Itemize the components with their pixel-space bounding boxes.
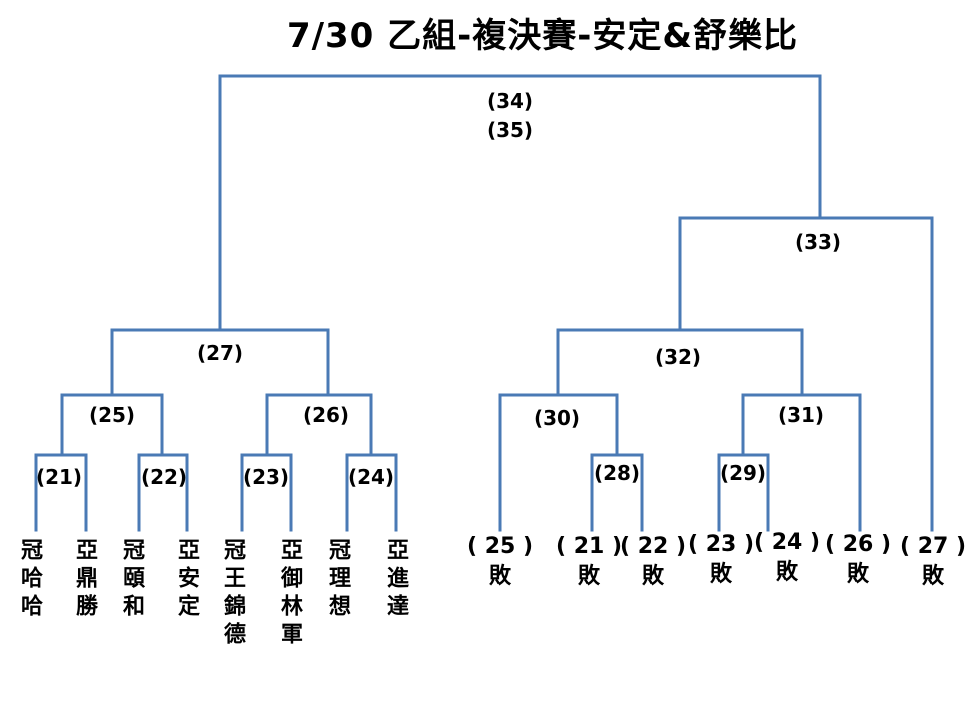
loser-word: 敗 bbox=[709, 562, 733, 587]
loser-word: 敗 bbox=[921, 564, 945, 589]
bracket-line-24 bbox=[345, 453, 398, 532]
loser-slot: ( 21 ) 敗 bbox=[556, 532, 622, 592]
bracket-line-33 bbox=[678, 216, 934, 532]
loser-word: 敗 bbox=[846, 562, 870, 587]
loser-number: ( 25 ) bbox=[466, 534, 534, 559]
match-label-27: (27) bbox=[196, 341, 244, 365]
loser-word: 敗 bbox=[641, 564, 665, 589]
match-label-26: (26) bbox=[302, 403, 350, 427]
loser-slot: ( 25 ) 敗 bbox=[467, 532, 533, 592]
loser-slot: ( 26 ) 敗 bbox=[825, 530, 891, 590]
bracket-line-34 bbox=[218, 74, 822, 329]
match-label-33: (33) bbox=[794, 230, 842, 254]
team-label: 亞鼎勝 bbox=[72, 538, 97, 622]
match-label-32: (32) bbox=[654, 345, 702, 369]
match-label-23: (23) bbox=[242, 465, 290, 489]
loser-number: ( 26 ) bbox=[824, 532, 892, 557]
match-label-34: (34) bbox=[486, 89, 534, 113]
bracket-line-23 bbox=[240, 453, 293, 532]
team-label: 冠理想 bbox=[325, 538, 350, 622]
bracket-line-32 bbox=[556, 328, 804, 397]
bracket-line-22 bbox=[137, 453, 189, 532]
bracket-line-29 bbox=[717, 453, 770, 532]
bracket-line-28 bbox=[590, 453, 644, 532]
team-label: 亞進達 bbox=[383, 538, 408, 622]
loser-slot: ( 22 ) 敗 bbox=[620, 532, 686, 592]
loser-word: 敗 bbox=[577, 564, 601, 589]
match-label-22: (22) bbox=[140, 465, 188, 489]
loser-number: ( 23 ) bbox=[687, 532, 755, 557]
team-label: 亞御林軍 bbox=[277, 538, 302, 650]
match-label-30: (30) bbox=[533, 406, 581, 430]
team-label: 冠王錦德 bbox=[220, 538, 245, 650]
loser-word: 敗 bbox=[775, 560, 799, 585]
loser-number: ( 22 ) bbox=[619, 534, 687, 559]
loser-number: ( 27 ) bbox=[899, 534, 967, 559]
match-label-25: (25) bbox=[88, 403, 136, 427]
bracket-line-26 bbox=[265, 393, 373, 457]
match-label-28: (28) bbox=[593, 461, 641, 485]
bracket-line-31 bbox=[741, 393, 862, 532]
match-label-21: (21) bbox=[35, 465, 83, 489]
bracket-line-30 bbox=[498, 393, 619, 532]
page-title: 7/30 乙組-複決賽-安定&舒樂比 bbox=[286, 16, 799, 56]
team-label: 冠哈哈 bbox=[17, 538, 42, 622]
loser-number: ( 21 ) bbox=[555, 534, 623, 559]
match-label-35: (35) bbox=[486, 118, 534, 142]
bracket-line-25 bbox=[60, 393, 164, 457]
loser-slot: ( 27 ) 敗 bbox=[900, 532, 966, 592]
match-label-29: (29) bbox=[719, 461, 767, 485]
bracket-line-21 bbox=[34, 453, 88, 532]
match-label-24: (24) bbox=[347, 465, 395, 489]
team-label: 冠頤和 bbox=[119, 538, 144, 622]
bracket-line-27 bbox=[110, 328, 330, 397]
loser-word: 敗 bbox=[488, 564, 512, 589]
team-label: 亞安定 bbox=[174, 538, 199, 622]
loser-slot: ( 24 ) 敗 bbox=[754, 528, 820, 588]
loser-slot: ( 23 ) 敗 bbox=[688, 530, 754, 590]
loser-number: ( 24 ) bbox=[753, 530, 821, 555]
match-label-31: (31) bbox=[777, 403, 825, 427]
